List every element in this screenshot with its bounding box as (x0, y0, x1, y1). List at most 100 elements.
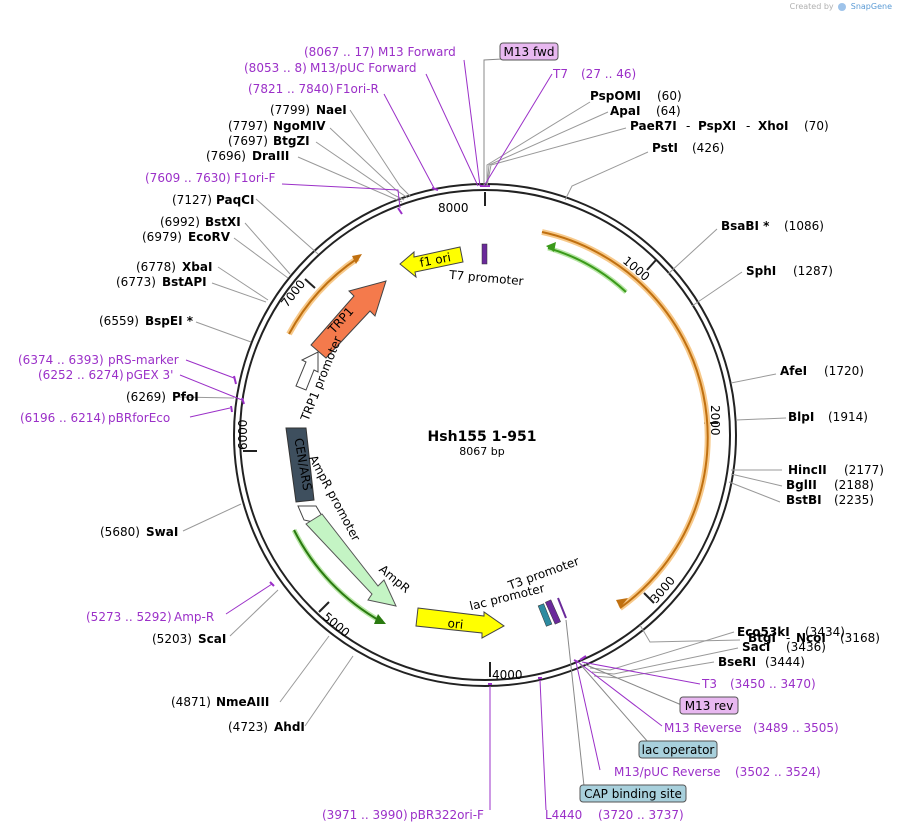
snapgene-logo-icon (838, 2, 847, 11)
primer-m13-reverse-coord: (3489 .. 3505) (753, 721, 839, 735)
primer-m13puc-reverse[interactable]: M13/pUC Reverse (614, 765, 721, 779)
tick-label-7000: 7000 (278, 277, 308, 310)
enzyme-draiii[interactable]: DraIII (252, 149, 289, 163)
t7-promoter-marker (481, 243, 488, 265)
enzyme-xbai[interactable]: XbaI (182, 260, 212, 274)
enzyme-blpi-coord: (1914) (828, 410, 868, 424)
boxed-leaders (483, 57, 685, 787)
enzyme-draiii-coord: (7696) (206, 149, 246, 163)
enzyme-pspxi[interactable]: PspXI (698, 119, 736, 133)
enzyme-afei-coord: (1720) (824, 364, 864, 378)
primer-m13puc-forward[interactable]: M13/pUC Forward (310, 61, 417, 75)
enzyme-apai-coord: (64) (656, 104, 681, 118)
orf-arc-green (547, 247, 627, 293)
ampr-arrow[interactable] (305, 513, 397, 607)
primer-amp-r-coord: (5273 .. 5292) (86, 610, 172, 624)
primer-pbrforeco[interactable]: pBRforEco (108, 411, 170, 425)
enzyme-bstxi[interactable]: BstXI (205, 215, 241, 229)
lac-promoter-label: lac promoter (468, 581, 546, 613)
f1-ori-arrow[interactable] (399, 246, 464, 279)
watermark-created-by: Created by (789, 2, 834, 11)
primer-l4440-coord: (3720 .. 3737) (598, 808, 684, 822)
t7-promoter-label: T7 promoter (448, 268, 524, 289)
enzyme-nmeaiii-coord: (4871) (171, 695, 211, 709)
primer-pbr322ori-f-coord: (3971 .. 3990) (322, 808, 408, 822)
primer-t3[interactable]: T3 (701, 677, 717, 691)
primer-prs-marker-coord: (6374 .. 6393) (18, 353, 104, 367)
enzyme-psti[interactable]: PstI (652, 141, 678, 155)
primer-m13puc-reverse-coord: (3502 .. 3524) (735, 765, 821, 779)
m13-rev-box[interactable] (679, 696, 739, 715)
enzyme-bseri[interactable]: BseRI (718, 655, 756, 669)
enzyme-ecorv-coord: (6979) (142, 230, 182, 244)
plasmid-length: 8067 bp (459, 445, 504, 458)
enzyme-bsabi-coord: (1086) (784, 219, 824, 233)
ori-arrow[interactable] (415, 607, 505, 639)
enzyme-bstapi[interactable]: BstAPI (162, 275, 207, 289)
enzyme-apai[interactable]: ApaI (610, 104, 640, 118)
enzyme-naei-coord: (7799) (270, 103, 310, 117)
enzyme-eco53ki-label[interactable]: Eco53kI (737, 625, 790, 639)
cen-ars-block[interactable] (285, 427, 315, 503)
primer-prs-marker[interactable]: pRS-marker (108, 353, 179, 367)
enzyme-hincii[interactable]: HincII (788, 463, 827, 477)
primer-pbr322ori-f[interactable]: pBR322ori-F (410, 808, 484, 822)
enzyme-pspomi-coord: (60) (657, 89, 682, 103)
enzyme-ncoi[interactable]: NcoI (796, 631, 826, 645)
enzyme-scai[interactable]: ScaI (198, 632, 226, 646)
enzyme-bglii-coord: (2188) (834, 478, 874, 492)
trp1-arrow[interactable] (310, 280, 387, 359)
enzyme-paqci[interactable]: PaqCI (216, 193, 254, 207)
enzyme-swai[interactable]: SwaI (146, 525, 178, 539)
enzyme-ahdi[interactable]: AhdI (274, 720, 305, 734)
primer-pgex3[interactable]: pGEX 3' (126, 368, 173, 382)
primer-t7[interactable]: T7 (552, 67, 568, 81)
enzyme-saci-coord: (3436) (786, 640, 826, 654)
enzyme-bsabi[interactable]: BsaBI * (721, 219, 770, 233)
enzyme-bglii[interactable]: BglII (786, 478, 817, 492)
primer-t7-coord: (27 .. 46) (581, 67, 636, 81)
m13-fwd-label: M13 fwd (504, 45, 555, 59)
primer-l4440[interactable]: L4440 (545, 808, 582, 822)
orf-arc-left (288, 257, 359, 335)
enzyme-saci[interactable]: SacI (742, 640, 770, 654)
enzyme-naei[interactable]: NaeI (316, 103, 347, 117)
orf-arc-left-arrowhead (352, 254, 362, 264)
primer-amp-r[interactable]: Amp-R (174, 610, 214, 624)
enzyme-nmeaiii[interactable]: NmeAIII (216, 695, 269, 709)
tick-label-2000: 2000 (708, 405, 722, 436)
primer-f1ori-f-coord: (7609 .. 7630) (145, 171, 231, 185)
enzyme-ngomiv[interactable]: NgoMIV (273, 119, 326, 133)
t3-lac-stack (537, 597, 567, 627)
tick-marks (243, 192, 718, 677)
cap-binding-site-box[interactable] (579, 784, 687, 803)
plasmid-name: Hsh155 1-951 (428, 429, 537, 445)
enzyme-bspei[interactable]: BspEI * (145, 314, 194, 328)
enzyme-pspomi[interactable]: PspOMI (590, 89, 641, 103)
primer-f1ori-r[interactable]: F1ori-R (336, 82, 379, 96)
primer-m13-reverse[interactable]: M13 Reverse (664, 721, 742, 735)
enzyme-ncoi-coord: (3168) (840, 631, 880, 645)
primer-m13-forward[interactable]: M13 Forward (378, 45, 456, 59)
enzyme-xhoi[interactable]: XhoI (758, 119, 789, 133)
enzyme-leaders-left (177, 109, 411, 727)
enzyme-bstbi-coord: (2235) (834, 493, 874, 507)
primer-m13-forward-coord: (8067 .. 17) (304, 45, 374, 59)
enzyme-btgi[interactable]: BtgI (748, 631, 776, 645)
enzyme-bspei-coord: (6559) (99, 314, 139, 328)
enzyme-sphi[interactable]: SphI (746, 264, 776, 278)
enzyme-afei[interactable]: AfeI (780, 364, 807, 378)
enzyme-blpi[interactable]: BlpI (788, 410, 814, 424)
enzyme-bseri-coord: (3444) (765, 655, 805, 669)
m13-fwd-box[interactable] (499, 42, 559, 61)
enzyme-ecorv[interactable]: EcoRV (188, 230, 231, 244)
primer-f1ori-f[interactable]: F1ori-F (234, 171, 275, 185)
enzyme-btgzi[interactable]: BtgZI (273, 134, 310, 148)
enzyme-paer7i[interactable]: PaeR7I (630, 119, 677, 133)
lac-operator-box[interactable] (638, 740, 718, 759)
tick-label-8000: 8000 (438, 201, 469, 215)
enzyme-sphi-coord: (1287) (793, 264, 833, 278)
enzyme-bstbi[interactable]: BstBI (786, 493, 822, 507)
enzyme-pfoi[interactable]: PfoI (172, 390, 199, 404)
